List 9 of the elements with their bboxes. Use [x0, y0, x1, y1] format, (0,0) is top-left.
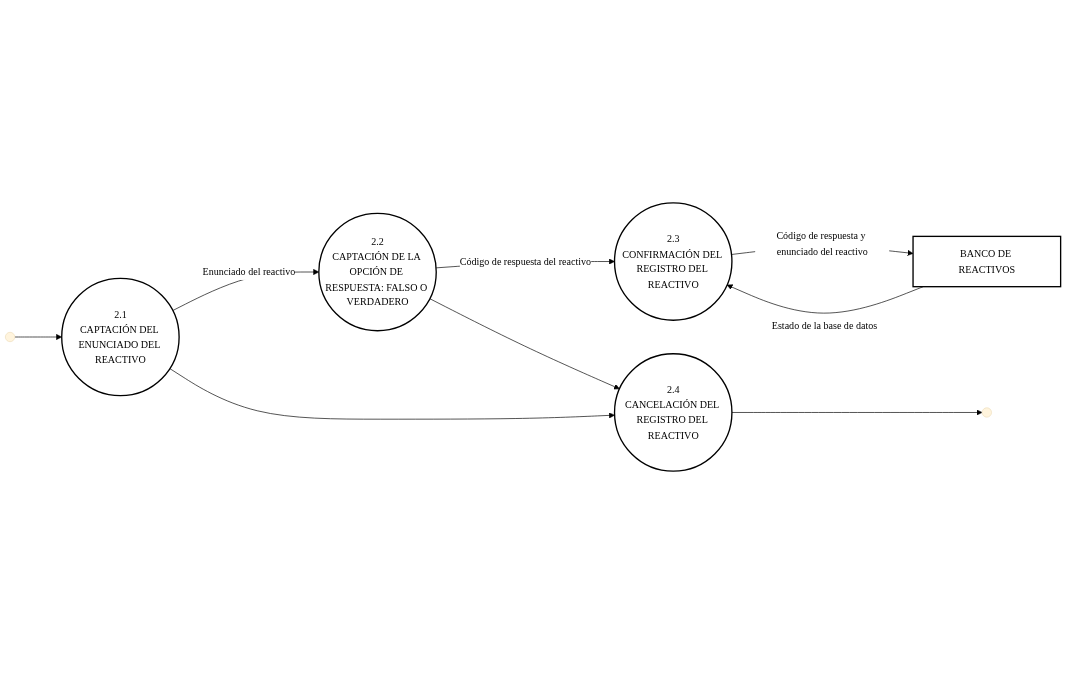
- edge-label: Código de respuesta y enunciado del reactivo: [776, 229, 868, 256]
- node-circle: 2.3 CONFIRMACIÓN DEL REGISTRO DEL REACTIVO: [613, 201, 733, 321]
- node-box: BANCO DE REACTIVOS: [912, 235, 1062, 287]
- node-circle: 2.4 CANCELACIÓN DEL REGISTRO DEL REACTIVO: [613, 352, 733, 472]
- node-circle: 2.2 CAPTACIÓN DE LA OPCIÓN DE RESPUESTA: FALSO O VERDADERO: [318, 212, 437, 331]
- edge-label: Enunciado del reactivo: [202, 265, 296, 277]
- edge-label: Código de respuesta del reactivo: [459, 255, 592, 267]
- edge-label: Estado de la base de datos: [771, 319, 878, 331]
- node-circle: 2.1 CAPTACIÓN DEL ENUNCIADO DEL REACTIVO: [61, 277, 180, 396]
